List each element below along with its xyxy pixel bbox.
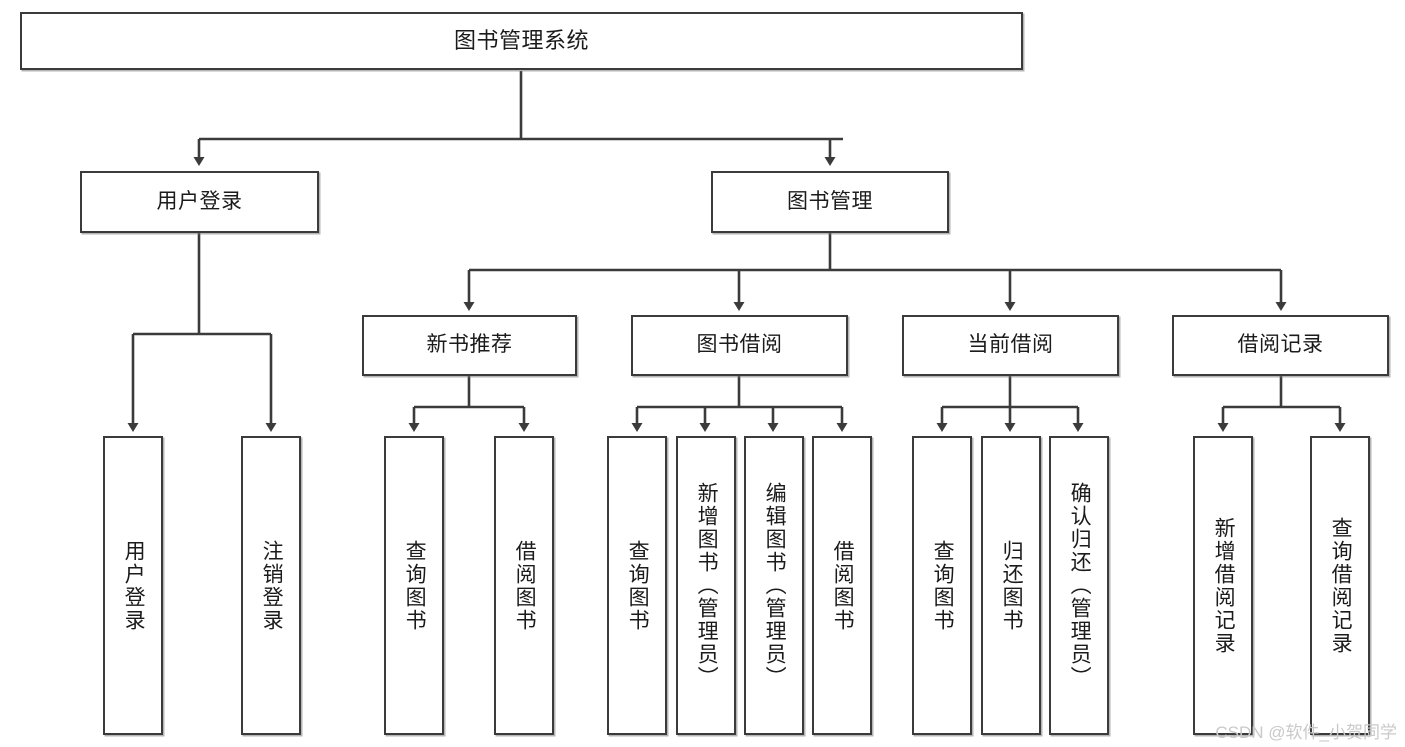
node-label: 用户登录 xyxy=(156,189,243,213)
leaf-borrow-add-book-admin[interactable]: 新增图书（管理员） xyxy=(676,436,736,735)
node-label: 新增图书（管理员） xyxy=(695,482,719,689)
node-label: 查询图书 xyxy=(626,539,650,632)
leaf-current-query-book[interactable]: 查询图书 xyxy=(912,436,972,735)
node-label: 注销登录 xyxy=(260,539,284,632)
node-label: 借阅图书 xyxy=(513,539,537,632)
leaf-recommend-borrow-book[interactable]: 借阅图书 xyxy=(494,436,554,735)
node-borrow-records[interactable]: 借阅记录 xyxy=(1172,315,1389,376)
node-label: 查询图书 xyxy=(931,539,955,632)
watermark: CSDN @软件_小贺同学 xyxy=(1215,723,1397,742)
leaf-recommend-query-book[interactable]: 查询图书 xyxy=(384,436,444,735)
node-label: 查询图书 xyxy=(403,539,427,632)
leaf-borrow-borrow-book[interactable]: 借阅图书 xyxy=(812,436,872,735)
node-label: 图书管理系统 xyxy=(453,28,589,54)
leaf-user-login-logout[interactable]: 注销登录 xyxy=(241,436,301,735)
node-user-login[interactable]: 用户登录 xyxy=(80,171,319,233)
node-root-system[interactable]: 图书管理系统 xyxy=(20,12,1023,70)
leaf-user-login-login[interactable]: 用户登录 xyxy=(103,436,163,735)
leaf-current-confirm-return-admin[interactable]: 确认归还（管理员） xyxy=(1049,436,1109,735)
node-label: 借阅记录 xyxy=(1237,333,1324,357)
leaf-records-add-record[interactable]: 新增借阅记录 xyxy=(1193,436,1253,735)
node-label: 图书管理 xyxy=(787,189,873,213)
node-label: 确认归还（管理员） xyxy=(1068,482,1092,689)
node-label: 借阅图书 xyxy=(831,539,855,632)
node-book-borrow[interactable]: 图书借阅 xyxy=(631,315,848,376)
node-label: 查询借阅记录 xyxy=(1329,516,1353,655)
node-label: 当前借阅 xyxy=(967,333,1054,357)
leaf-borrow-edit-book-admin[interactable]: 编辑图书（管理员） xyxy=(744,436,804,735)
node-book-management[interactable]: 图书管理 xyxy=(711,171,949,233)
node-label: 用户登录 xyxy=(122,539,146,632)
leaf-borrow-query-book[interactable]: 查询图书 xyxy=(607,436,667,735)
leaf-records-query-record[interactable]: 查询借阅记录 xyxy=(1310,436,1370,735)
node-label: 新书推荐 xyxy=(426,333,513,357)
node-label: 图书借阅 xyxy=(696,333,783,357)
leaf-current-return-book[interactable]: 归还图书 xyxy=(981,436,1041,735)
node-label: 编辑图书（管理员） xyxy=(763,482,787,689)
node-current-borrow[interactable]: 当前借阅 xyxy=(902,315,1119,376)
node-label: 新增借阅记录 xyxy=(1212,516,1236,655)
node-label: 归还图书 xyxy=(1000,539,1024,632)
node-new-book-recommend[interactable]: 新书推荐 xyxy=(362,315,577,376)
